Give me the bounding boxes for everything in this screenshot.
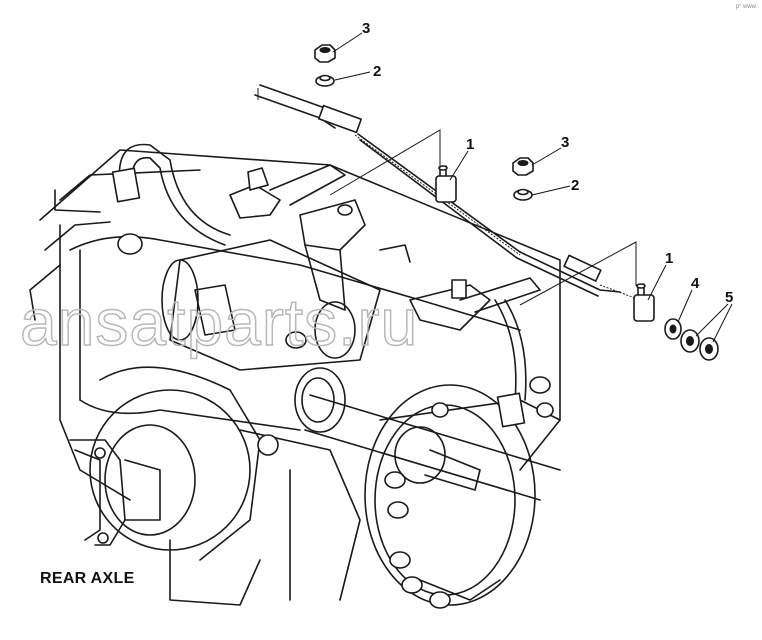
part-washer-2a	[315, 74, 335, 87]
callout-2-right: 2	[571, 177, 579, 194]
part-bracket-leader-b	[519, 241, 637, 306]
diagram-caption: REAR AXLE	[40, 570, 135, 587]
part-nut-5b	[699, 337, 719, 361]
callout-3-right: 3	[561, 134, 569, 151]
part-clamp-1b	[633, 283, 655, 322]
part-nut-5a	[680, 329, 700, 353]
callout-3-top: 3	[362, 20, 370, 37]
part-clamp-1a	[435, 165, 457, 203]
watermark-text: ansatparts.ru	[20, 285, 418, 359]
part-bracket-leader-a	[329, 129, 441, 196]
callout-4: 4	[691, 275, 700, 292]
part-nut-3a	[314, 44, 336, 63]
corner-mark: p° www	[735, 4, 756, 10]
callout-5: 5	[725, 289, 733, 306]
callout-2-top: 2	[373, 63, 381, 80]
part-washer-4	[664, 318, 682, 340]
callout-leaders	[332, 32, 733, 343]
callout-1-top: 1	[466, 136, 474, 153]
part-washer-2b	[513, 188, 533, 201]
part-nut-3b	[512, 157, 534, 176]
axle-housing	[29, 143, 561, 609]
callout-1-right: 1	[665, 250, 673, 267]
